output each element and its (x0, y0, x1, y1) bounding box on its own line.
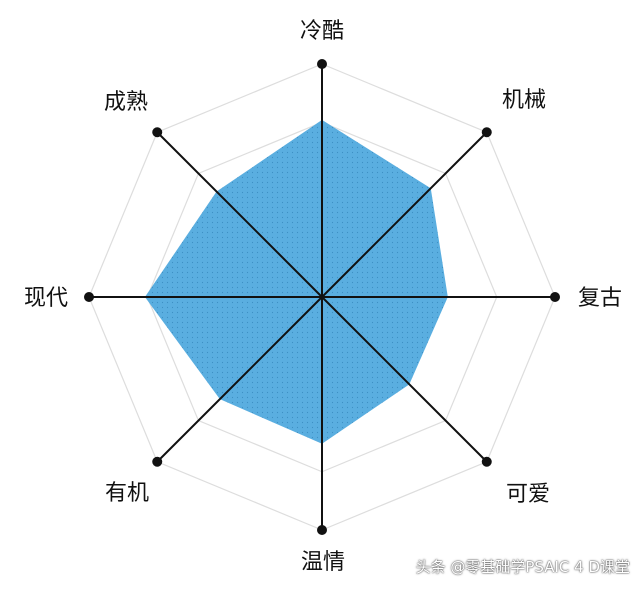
axis-endpoint-dot (550, 292, 560, 302)
axis-endpoint-dot (317, 59, 327, 69)
axis-line (321, 296, 488, 463)
axis-endpoint-dot (317, 525, 327, 535)
axis-label-jixie: 机械 (501, 88, 547, 113)
watermark: 头条 @零基础学PSAIC 4 D课堂 (415, 558, 630, 576)
axis-label-youji: 有机 (104, 481, 150, 506)
axis-endpoints (84, 59, 560, 535)
axis-label-xiandai: 现代 (23, 286, 69, 311)
axis-line (156, 296, 323, 463)
axis-lines (89, 64, 555, 530)
axis-endpoint-dot (152, 127, 163, 138)
axis-label-chengshu: 成熟 (103, 90, 149, 115)
axis-endpoint-dot (152, 456, 163, 467)
axis-label-wenqing: 温情 (300, 550, 346, 575)
axis-line (321, 131, 488, 298)
axis-label-fugu: 复古 (577, 286, 623, 311)
axis-endpoint-dot (481, 456, 492, 467)
axis-label-lengku: 冷酷 (299, 19, 345, 44)
axis-endpoint-dot (84, 292, 94, 302)
data-area (144, 119, 448, 444)
axis-line (156, 131, 323, 298)
axis-endpoint-dot (481, 127, 492, 138)
axis-label-keai: 可爱 (505, 482, 551, 507)
